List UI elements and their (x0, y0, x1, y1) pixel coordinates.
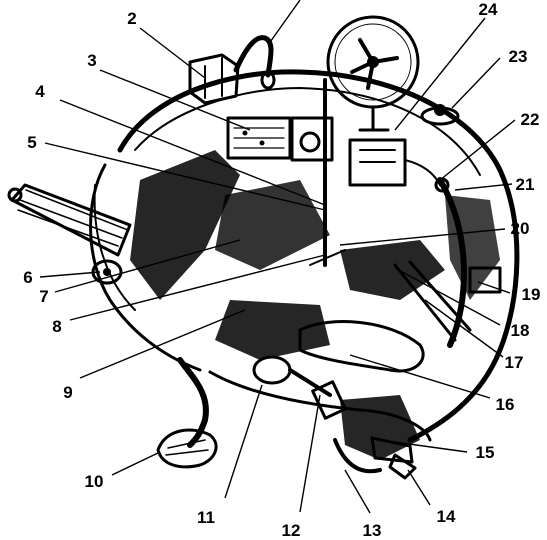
callout-24: 24 (479, 0, 498, 19)
callout-3: 3 (87, 51, 96, 70)
callout-18: 18 (511, 321, 530, 340)
callout-4: 4 (35, 82, 45, 101)
callout-16: 16 (496, 395, 515, 414)
callout-5: 5 (27, 133, 36, 152)
top-junction-box (188, 35, 276, 105)
callout-8: 8 (52, 317, 61, 336)
callout-14: 14 (437, 507, 456, 526)
callout-10: 10 (85, 472, 104, 491)
lower-seat (298, 320, 425, 373)
right-rails (393, 260, 502, 342)
callout-13: 13 (363, 521, 382, 540)
central-rod (309, 78, 346, 267)
foot-pedal (156, 357, 218, 469)
callout-23: 23 (509, 47, 528, 66)
instrument-panel (226, 116, 334, 162)
callout-11: 11 (197, 508, 215, 527)
right-electrical-box (348, 138, 450, 193)
callout-6: 6 (23, 268, 32, 287)
leader-lines (39, 0, 516, 514)
callout-19: 19 (522, 285, 541, 304)
callout-21: 21 (516, 175, 535, 194)
round-gauge-fan (326, 15, 420, 132)
ceiling-lamp (420, 104, 460, 126)
callout-7: 7 (39, 287, 48, 306)
callout-20: 20 (511, 219, 530, 238)
callout-2: 2 (127, 9, 136, 28)
callout-labels: 2 3 4 5 6 7 8 9 10 11 12 13 14 15 16 17 … (23, 0, 540, 540)
callout-17: 17 (505, 353, 524, 372)
callout-9: 9 (63, 383, 72, 402)
callout-12: 12 (282, 521, 301, 540)
left-hatch-plate (7, 183, 132, 257)
interior-shading (130, 150, 500, 460)
callout-15: 15 (476, 443, 495, 462)
callout-22: 22 (521, 110, 540, 129)
